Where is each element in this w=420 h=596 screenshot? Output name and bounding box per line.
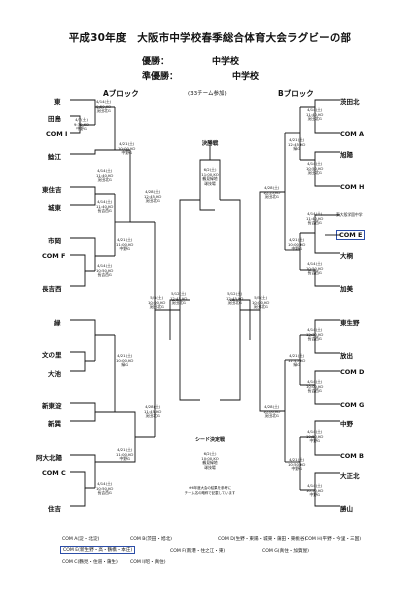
legend-com-i: COM I(昭・真住) bbox=[130, 560, 166, 565]
participants-note: (33チーム参加) bbox=[188, 91, 227, 97]
runnerup-school: 中学校 bbox=[232, 72, 260, 82]
seed-venue: 鶴見緑地 bbox=[202, 460, 218, 466]
block-a-label: Aブロック bbox=[103, 89, 139, 98]
legend-com-c: COM C(鶴見・住道・蒲生) bbox=[62, 560, 118, 565]
right-team: 大正北 bbox=[340, 472, 360, 480]
left-team: 住吉 bbox=[48, 505, 61, 513]
left-team: 文の里 bbox=[42, 351, 62, 359]
final-venue-detail: 球技場 bbox=[204, 180, 216, 186]
left-team: 城東 bbox=[48, 204, 61, 212]
note: ※6年度大会の結果を参考に チーム名の略称で記載しています bbox=[184, 486, 236, 495]
final-date: 6/2(土) bbox=[203, 167, 217, 172]
left-team: 緑 bbox=[54, 319, 61, 327]
left-team: COM I bbox=[46, 130, 68, 138]
left-team: 市岡 bbox=[48, 237, 61, 245]
legend-com-b: COM B(茨田・旭北) bbox=[130, 537, 172, 542]
winner-label: 優勝： bbox=[142, 57, 170, 67]
left-team: 田島 bbox=[48, 115, 61, 123]
right-team: 放出 bbox=[340, 352, 353, 360]
seed-time: 10:00,KO bbox=[201, 455, 219, 461]
seed-date: 6/2(土) bbox=[203, 451, 217, 456]
left-team: 鯰江 bbox=[48, 153, 61, 161]
final-time: 11:00,KO bbox=[201, 171, 219, 177]
left-team: 東住吉 bbox=[42, 186, 62, 194]
final-label: 決勝戦 bbox=[201, 141, 219, 147]
legend-com-g: COM G(真住・加賀屋) bbox=[262, 549, 309, 554]
right-team: 勝山 bbox=[340, 505, 353, 513]
seed-label: シード決定戦 bbox=[194, 437, 225, 443]
legend-com-d: COM D(生野・東陽・城東・蒲田・東桃谷) bbox=[218, 537, 307, 542]
legend-com-a: COM A(淀・北淀) bbox=[62, 537, 100, 542]
right-team: COM A bbox=[340, 130, 365, 138]
right-team: COM D bbox=[340, 368, 365, 376]
left-team: 新東淀 bbox=[42, 402, 62, 410]
legend-com-h: COM H(平野・今里・三国) bbox=[305, 537, 362, 542]
seed-venue-detail: 球技場 bbox=[204, 464, 216, 470]
seed-info: 6/2(土) 10:00,KO 鶴見緑地 球技場 bbox=[184, 451, 236, 470]
page-title: 平成30年度 大阪市中学校春季総合体育大会ラグビーの部 bbox=[68, 32, 352, 44]
right-team: 東大阪学園中学 bbox=[336, 212, 363, 217]
right-team: COM G bbox=[340, 401, 365, 409]
left-team: COM C bbox=[42, 469, 66, 477]
right-team: COM H bbox=[340, 183, 365, 191]
note-line: ※6年度大会の結果を参考に bbox=[188, 486, 232, 490]
legend-com-f: COM F(南港・住之江・東) bbox=[170, 549, 226, 554]
block-b-label: Bブロック bbox=[278, 89, 314, 98]
right-team: COM B bbox=[340, 452, 364, 460]
left-team: 新巽 bbox=[48, 420, 61, 428]
right-team: 大桐 bbox=[340, 252, 353, 260]
left-team: 大池 bbox=[48, 370, 61, 378]
right-team: 茨田北 bbox=[340, 98, 360, 106]
final-venue: 鶴見緑地 bbox=[202, 176, 218, 182]
left-team: 東 bbox=[54, 98, 61, 106]
legend-com-e: COM E(新生野・高・鶴橋・本庄) bbox=[60, 546, 136, 554]
final-info: 6/2(土) 11:00,KO 鶴見緑地 球技場 bbox=[184, 167, 236, 186]
right-team: 東生野 bbox=[340, 319, 360, 327]
right-team: 中野 bbox=[340, 420, 353, 428]
runnerup-label: 準優勝： bbox=[142, 72, 179, 82]
right-team: 旭陽 bbox=[340, 151, 353, 159]
left-team: 阿大北陽 bbox=[36, 454, 62, 462]
note-line: チーム名の略称で記載しています bbox=[184, 490, 236, 495]
winner-school: 中学校 bbox=[212, 57, 240, 67]
right-team: 加美 bbox=[340, 285, 353, 293]
left-team: 長吉西 bbox=[42, 285, 62, 293]
left-team: COM F bbox=[42, 252, 66, 260]
